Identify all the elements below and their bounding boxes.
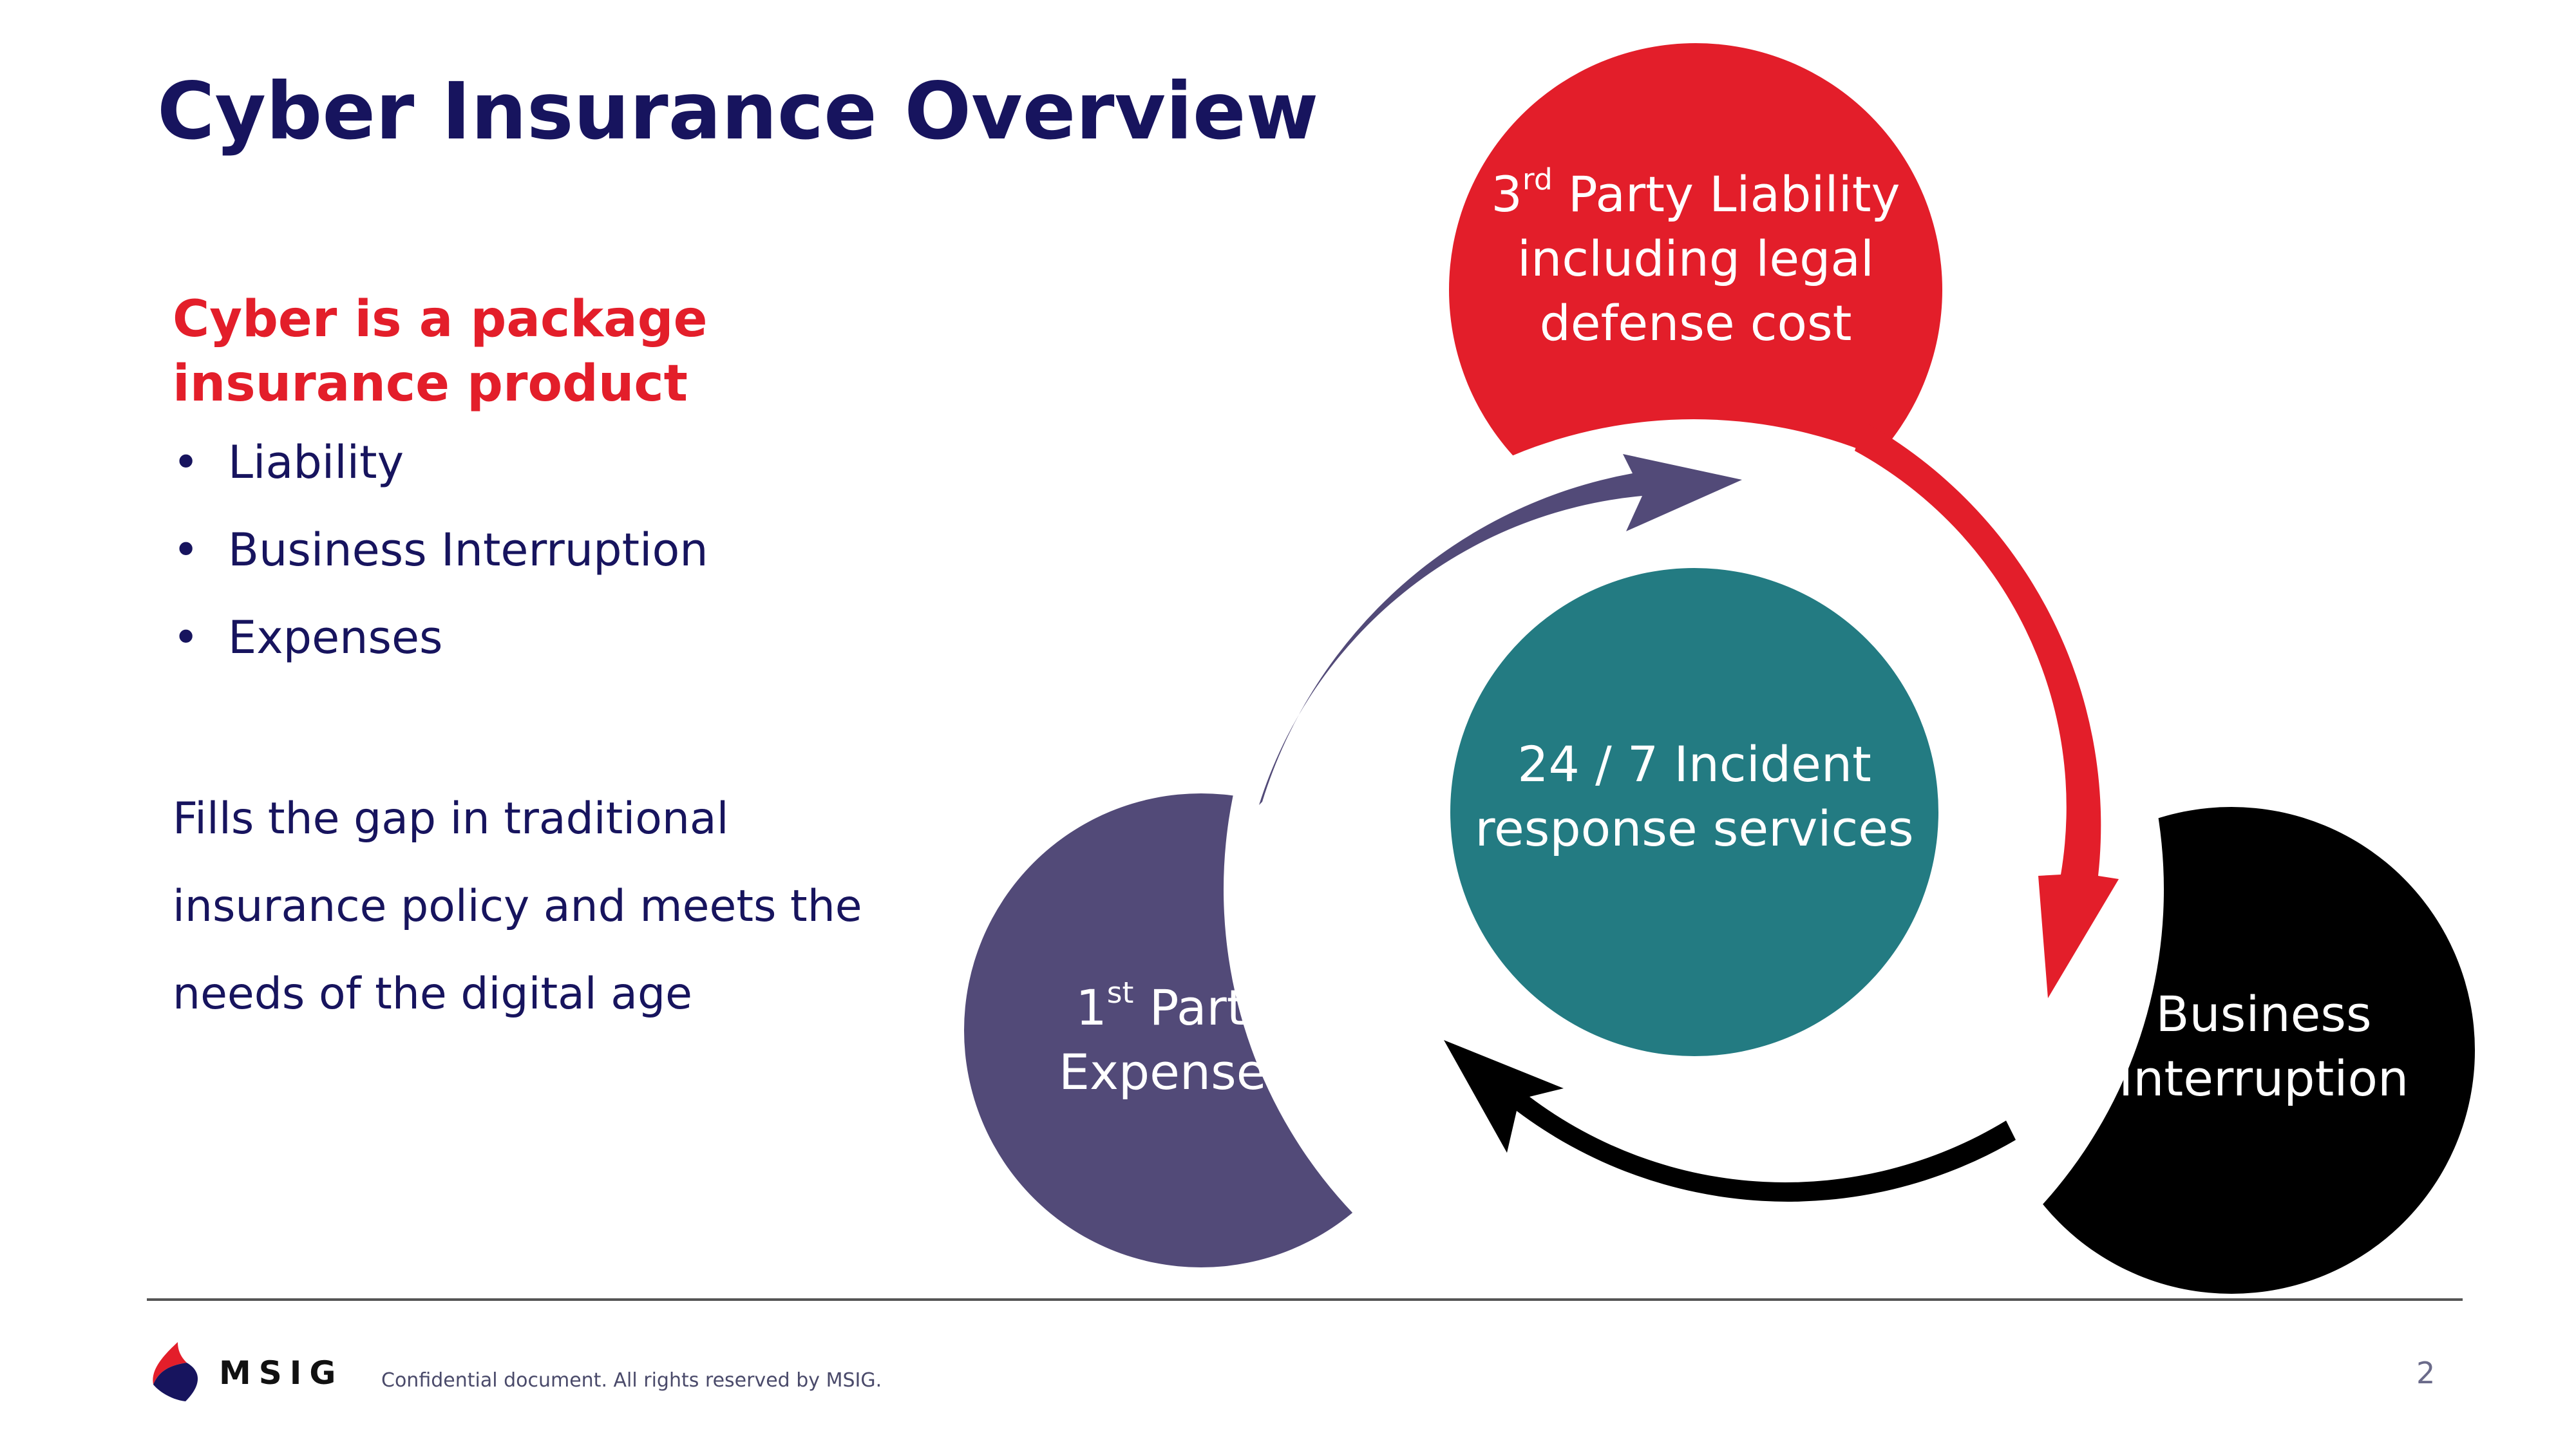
label-text: Party Liability [1552, 166, 1900, 223]
label-line-3: defense cost [1539, 294, 1852, 352]
subheading: Cyber is a package insurance product [173, 287, 1010, 416]
logo-navy-mark [153, 1363, 198, 1401]
ordinal-suffix: st [1106, 975, 1134, 1010]
bullet-icon: • [173, 436, 200, 489]
third-party-liability-circle [1449, 43, 1942, 536]
red-arrow [1855, 422, 2119, 998]
label-line-2: Expenses [1058, 1043, 1293, 1101]
list-item: • Liability [173, 430, 1042, 518]
list-item-label: Expenses [228, 611, 443, 664]
description-line-1: Fills the gap in traditional [173, 793, 729, 844]
label-line-2: including legal [1517, 230, 1875, 287]
third-party-liability-label: 3rd Party Liability including legal defe… [1470, 162, 1921, 355]
first-party-expenses-label: 1st Party Expenses [982, 976, 1368, 1104]
msig-logo-text: MSIG [219, 1354, 344, 1392]
label-line-1: 24 / 7 Incident [1517, 735, 1871, 793]
slide-title: Cyber Insurance Overview [157, 66, 1319, 157]
msig-logo-icon [153, 1342, 198, 1401]
ordinal-number: 3 [1491, 166, 1522, 223]
list-item: • Business Interruption [173, 518, 1042, 605]
subheading-line-1: Cyber is a package [173, 290, 708, 348]
ordinal-suffix: rd [1522, 162, 1553, 196]
ordinal-number: 1 [1075, 979, 1107, 1036]
coverage-list: • Liability • Business Interruption • Expen… [173, 430, 1042, 693]
label-line-2: response services [1475, 800, 1914, 857]
page-number: 2 [2416, 1356, 2436, 1390]
business-interruption-label: Business Interruption [2038, 982, 2489, 1111]
description-paragraph: Fills the gap in traditional insurance p… [173, 775, 1074, 1038]
bullet-icon: • [173, 524, 200, 576]
footer-divider [147, 1298, 2463, 1301]
logo-red-mark [153, 1342, 187, 1385]
bullet-icon: • [173, 611, 200, 664]
label-line-1: Business [2155, 985, 2372, 1043]
list-item: • Expenses [173, 605, 1042, 693]
description-line-3: needs of the digital age [173, 969, 692, 1019]
incident-response-circle [1450, 568, 1938, 1056]
label-line-2: Interruption [2118, 1050, 2409, 1107]
black-arrow [1444, 1040, 2016, 1202]
purple-arrow [1259, 454, 1742, 805]
list-item-label: Liability [228, 436, 404, 489]
confidential-notice: Confidential document. All rights reserv… [381, 1369, 882, 1392]
incident-response-label: 24 / 7 Incident response services [1437, 732, 1952, 861]
label-text: Party [1133, 979, 1275, 1036]
description-line-2: insurance policy and meets the [173, 881, 862, 932]
subheading-line-2: insurance product [173, 355, 688, 413]
list-item-label: Business Interruption [228, 524, 708, 576]
